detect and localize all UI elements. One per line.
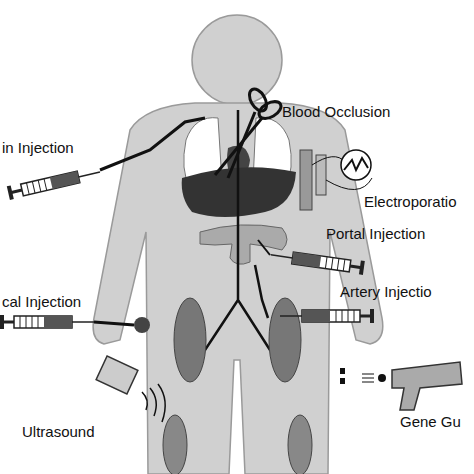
method-label: Artery Injectio (340, 284, 432, 301)
method-label: cal Injection (2, 294, 81, 311)
method-label: Ultrasound (22, 424, 95, 441)
method-label: Blood Occlusion (282, 104, 390, 121)
method-label: Portal Injection (326, 226, 425, 243)
method-label: in Injection (2, 140, 74, 157)
method-label: Gene Gu (400, 414, 461, 431)
method-label: Electroporatio (364, 194, 457, 211)
